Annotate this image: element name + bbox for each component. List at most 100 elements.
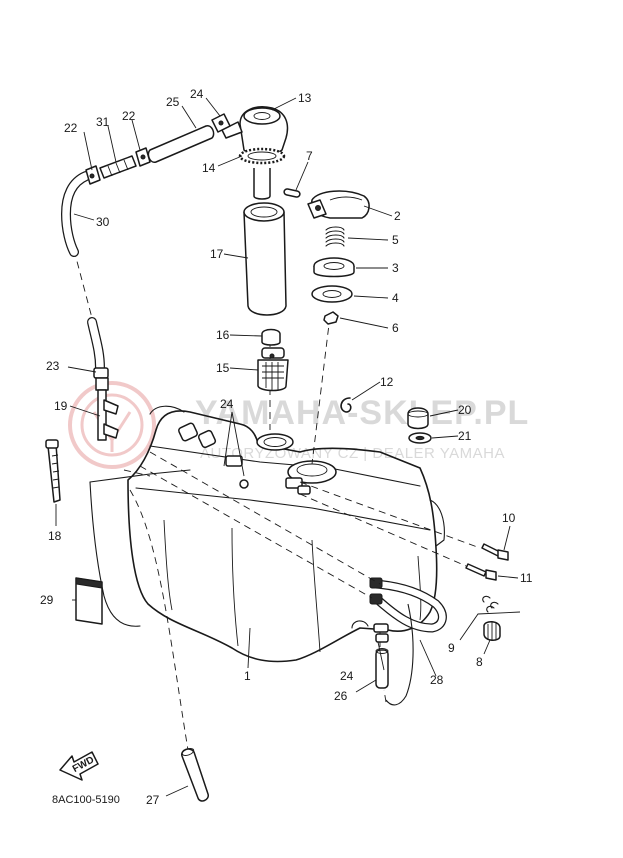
seal-3-side bbox=[313, 266, 355, 278]
part-14-gasket bbox=[238, 147, 286, 165]
callout-16: 16 bbox=[216, 328, 230, 342]
gasket-14-outer bbox=[238, 147, 286, 165]
bolt-head-24 bbox=[239, 479, 249, 489]
callout-12: 12 bbox=[380, 375, 394, 389]
callout-29: 29 bbox=[40, 593, 54, 607]
cap-13-nipple bbox=[221, 121, 243, 139]
callout-11: 11 bbox=[520, 571, 533, 585]
leader-24a bbox=[223, 411, 245, 477]
callout-21: 21 bbox=[458, 429, 472, 443]
callout-30: 30 bbox=[96, 215, 110, 229]
callout-27: 27 bbox=[146, 793, 160, 807]
callout-4: 4 bbox=[392, 291, 399, 305]
spring-5-coils bbox=[325, 226, 345, 247]
filter-15-body bbox=[257, 359, 289, 392]
part-27-hose bbox=[181, 748, 209, 802]
hose-27-end bbox=[181, 748, 195, 756]
cap-2-ridge bbox=[329, 196, 363, 201]
callout-23: 24 bbox=[190, 87, 204, 101]
tank-right-lug bbox=[429, 499, 445, 547]
seal-3-inner bbox=[323, 262, 345, 270]
clip-24-lower-1 bbox=[373, 623, 389, 633]
hose-28-inner bbox=[372, 580, 446, 632]
tank-flange-top bbox=[89, 469, 191, 483]
part-16-clamp bbox=[261, 328, 281, 346]
hose-nipple-left bbox=[178, 422, 198, 442]
callout-7: 7 bbox=[306, 149, 313, 163]
callout-labels: 22 31 22 25 24 13 14 7 2 5 3 4 6 17 16 1… bbox=[40, 87, 533, 807]
callout-13: 13 bbox=[298, 91, 312, 105]
callout-31: 31 bbox=[96, 115, 110, 129]
part-8-cap bbox=[483, 621, 501, 641]
leader-8 bbox=[483, 639, 491, 655]
part-3-seal bbox=[313, 257, 355, 278]
part-15-fuel-filter bbox=[257, 347, 289, 392]
forward-arrow: FWD bbox=[59, 751, 99, 781]
tube-17-rim bbox=[243, 202, 285, 222]
breather-tube bbox=[253, 168, 271, 200]
washer-4-inner bbox=[322, 290, 342, 298]
part-4-washer bbox=[311, 285, 353, 303]
part-10-bolt bbox=[481, 543, 509, 561]
callout-1: 1 bbox=[244, 669, 251, 683]
dash-hose30 bbox=[73, 249, 93, 319]
callout-25: 25 bbox=[166, 95, 180, 109]
hose-27 bbox=[181, 748, 209, 802]
tank-crease-1 bbox=[163, 519, 173, 611]
leader-22a bbox=[83, 131, 93, 171]
leader-21 bbox=[431, 435, 459, 439]
clamp-22-lower bbox=[93, 367, 109, 379]
strap-18 bbox=[47, 443, 61, 503]
clip-24c bbox=[297, 485, 311, 495]
tank-shoulder-line bbox=[135, 487, 431, 531]
dash-27 bbox=[129, 489, 189, 751]
tank-bottom-outlet bbox=[351, 620, 369, 629]
part-18-strap bbox=[45, 439, 61, 503]
hose-nipple-mid bbox=[197, 429, 217, 449]
cushion-20-top bbox=[407, 410, 429, 418]
joint-19-branch-1 bbox=[103, 399, 119, 415]
hose-28-clamp-2 bbox=[369, 593, 383, 605]
clamp-22-mid-pin bbox=[140, 154, 146, 160]
part-9-clips bbox=[482, 595, 499, 613]
part-2-fuel-cap bbox=[307, 190, 370, 219]
tank-left-tab bbox=[149, 405, 185, 415]
leader-5 bbox=[347, 237, 389, 241]
leader-lines bbox=[55, 97, 521, 797]
tank-flange-left bbox=[89, 481, 141, 627]
joint-19-branch-2 bbox=[103, 423, 119, 439]
dash-6-to-mount bbox=[311, 315, 331, 465]
leader-25 bbox=[181, 105, 197, 129]
washer-4-outer bbox=[311, 285, 353, 303]
dash-left-hose bbox=[123, 469, 151, 477]
hose-30-lower bbox=[87, 317, 105, 373]
part-7-pin bbox=[283, 188, 301, 198]
leader-4 bbox=[353, 295, 389, 299]
tank-body-outline bbox=[127, 410, 438, 663]
callout-8: 8 bbox=[476, 655, 483, 669]
tank-crease-4 bbox=[417, 555, 422, 621]
callout-17: 17 bbox=[210, 247, 224, 261]
part-12-clip bbox=[340, 397, 352, 413]
tank-crease-3 bbox=[311, 539, 321, 653]
hose-25 bbox=[147, 125, 215, 163]
leader-1 bbox=[247, 627, 251, 669]
strap-18-teeth bbox=[51, 454, 60, 489]
callout-14: 14 bbox=[202, 161, 216, 175]
leader-12 bbox=[351, 381, 381, 401]
filter-15-nipple bbox=[269, 353, 275, 359]
clips-9 bbox=[482, 595, 499, 613]
leader-20 bbox=[429, 409, 459, 417]
hose-30-lower-inner bbox=[88, 318, 104, 372]
leader-10 bbox=[503, 525, 511, 551]
leader-15 bbox=[229, 367, 259, 371]
callout-22a: 22 bbox=[64, 121, 78, 135]
dash-28-end bbox=[383, 689, 387, 703]
filter-15-mesh bbox=[262, 362, 284, 390]
callout-20: 20 bbox=[458, 403, 472, 417]
watermark-logo-ring bbox=[68, 381, 156, 469]
leader-22b bbox=[131, 119, 141, 151]
tank-crease-2 bbox=[231, 527, 239, 647]
leader-24b bbox=[377, 641, 385, 671]
